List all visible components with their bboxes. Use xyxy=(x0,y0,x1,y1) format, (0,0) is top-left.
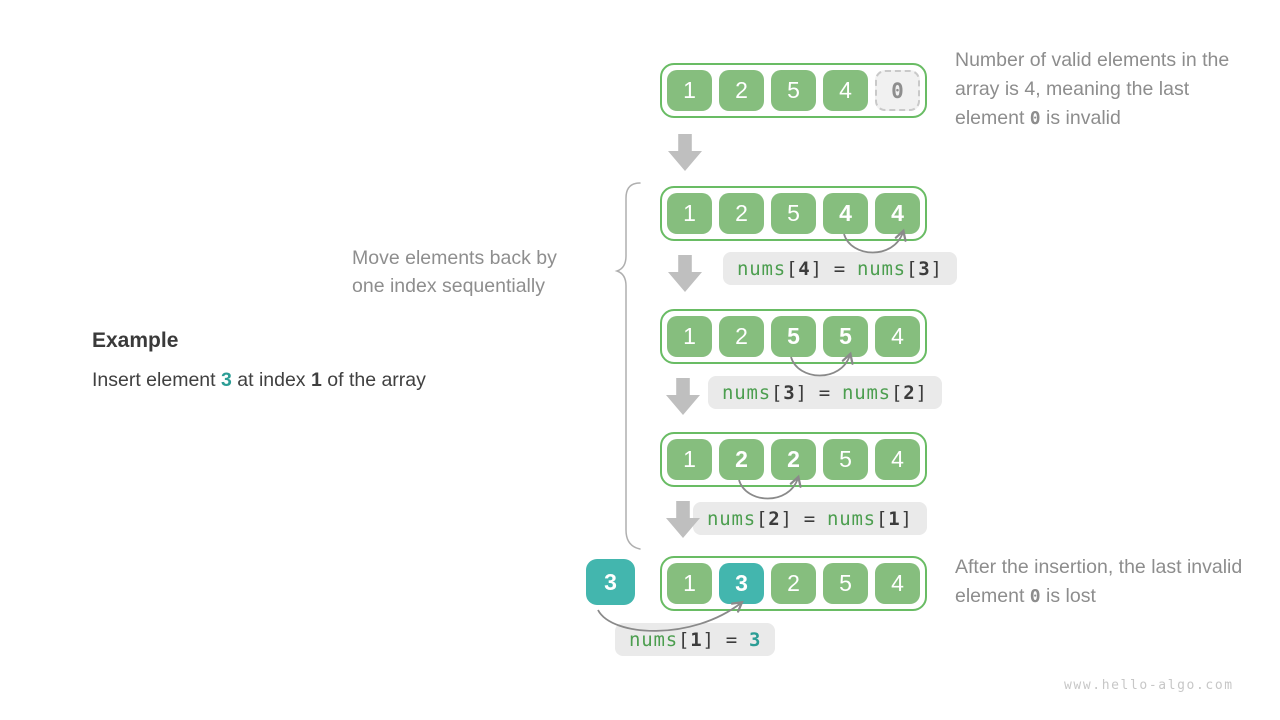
array-cell: 1 xyxy=(667,316,712,357)
array-cell-moved: 4 xyxy=(823,193,868,234)
code-label-step2: nums[3]=nums[2] xyxy=(708,376,942,409)
code-bracket: [ xyxy=(890,381,904,404)
array-cell: 5 xyxy=(823,563,868,604)
code-index: 3 xyxy=(918,257,931,280)
code-bracket: ] xyxy=(900,507,913,530)
code-index: 3 xyxy=(783,381,796,404)
code-fn: nums xyxy=(737,257,786,280)
code-index: 1 xyxy=(690,628,703,651)
example-insert-index: 1 xyxy=(310,369,322,391)
array-cell: 4 xyxy=(875,563,920,604)
code-bracket: [ xyxy=(875,507,889,530)
code-fn: nums xyxy=(722,381,771,404)
code-equals: = xyxy=(833,257,846,280)
array-step-5: 1 3 2 5 4 xyxy=(660,556,927,611)
code-bracket: ] xyxy=(702,628,715,651)
array-cell: 1 xyxy=(667,193,712,234)
bottom-note-part1: After the insertion, the last invalid el… xyxy=(955,556,1243,607)
code-bracket: [ xyxy=(905,257,919,280)
top-note: Number of valid elements in the array is… xyxy=(955,46,1237,133)
watermark: www.hello-algo.com xyxy=(1064,678,1234,693)
inserted-element: 3 xyxy=(586,559,635,605)
down-arrow-icon xyxy=(666,378,700,415)
curve-arrow-icon xyxy=(790,351,854,377)
curve-arrow-icon xyxy=(738,474,802,500)
code-index: 4 xyxy=(798,257,811,280)
array-cell-moved: 4 xyxy=(875,193,920,234)
array-cell: 5 xyxy=(771,193,816,234)
code-insert-value: 3 xyxy=(748,628,762,651)
top-note-part1: Number of valid elements in the array is… xyxy=(955,49,1230,129)
array-cell: 2 xyxy=(719,193,764,234)
code-index: 2 xyxy=(768,507,781,530)
code-bracket: [ xyxy=(677,628,691,651)
array-cell-moved: 5 xyxy=(771,316,816,357)
array-cell: 1 xyxy=(667,563,712,604)
code-label-step1: nums[4]=nums[3] xyxy=(723,252,957,285)
array-step-2: 1 2 5 4 4 xyxy=(660,186,927,241)
example-description: Insert element 3 at index 1 of the array xyxy=(92,369,426,392)
code-bracket: ] xyxy=(795,381,808,404)
top-note-part2: is invalid xyxy=(1040,107,1121,129)
code-index: 2 xyxy=(903,381,916,404)
array-cell: 5 xyxy=(771,70,816,111)
array-cell: 5 xyxy=(823,439,868,480)
array-cell-moved: 2 xyxy=(771,439,816,480)
code-bracket: [ xyxy=(770,381,784,404)
code-bracket: ] xyxy=(915,381,928,404)
down-arrow-icon xyxy=(668,134,702,171)
array-cell-moved: 2 xyxy=(719,439,764,480)
array-cell: 4 xyxy=(875,316,920,357)
array-cell: 4 xyxy=(823,70,868,111)
code-equals: = xyxy=(725,628,738,651)
code-fn: nums xyxy=(841,381,891,404)
code-bracket: [ xyxy=(785,257,799,280)
code-equals: = xyxy=(818,381,831,404)
curve-arrow-icon xyxy=(597,600,744,632)
code-label-insert: nums[1] = 3 xyxy=(615,623,776,656)
example-title: Example xyxy=(92,329,179,352)
array-cell: 2 xyxy=(771,563,816,604)
array-cell: 1 xyxy=(667,70,712,111)
array-cell-inserted: 3 xyxy=(719,563,764,604)
array-cell: 2 xyxy=(719,316,764,357)
example-desc-part2: at index xyxy=(231,369,311,391)
array-cell: 1 xyxy=(667,439,712,480)
array-step-1: 1 2 5 4 0 xyxy=(660,63,927,118)
code-equals: = xyxy=(803,507,816,530)
code-label-step3: nums[2]=nums[1] xyxy=(693,502,927,535)
array-cell: 4 xyxy=(875,439,920,480)
move-note-line2: one index sequentially xyxy=(352,275,545,297)
example-insert-value: 3 xyxy=(220,369,232,391)
code-fn: nums xyxy=(856,257,906,280)
code-fn: nums xyxy=(826,507,876,530)
down-arrow-icon xyxy=(668,255,702,292)
array-cell-invalid: 0 xyxy=(875,70,920,111)
code-fn: nums xyxy=(707,507,756,530)
top-note-code: 0 xyxy=(1029,108,1041,129)
move-note: Move elements back by one index sequenti… xyxy=(352,244,557,300)
bottom-note: After the insertion, the last invalid el… xyxy=(955,553,1255,611)
example-desc-part3: of the array xyxy=(321,369,426,391)
code-bracket: ] xyxy=(810,257,823,280)
bottom-note-part2: is lost xyxy=(1040,585,1096,607)
code-bracket: ] xyxy=(780,507,793,530)
code-bracket: [ xyxy=(755,507,769,530)
array-cell-moved: 5 xyxy=(823,316,868,357)
curve-arrow-icon xyxy=(843,228,907,254)
code-fn: nums xyxy=(629,628,678,651)
move-note-line1: Move elements back by xyxy=(352,247,557,269)
code-bracket: ] xyxy=(930,257,943,280)
brace-icon xyxy=(614,182,641,550)
example-desc-part1: Insert element xyxy=(92,369,221,391)
array-cell: 2 xyxy=(719,70,764,111)
bottom-note-code: 0 xyxy=(1029,586,1041,607)
code-index: 1 xyxy=(888,507,901,530)
